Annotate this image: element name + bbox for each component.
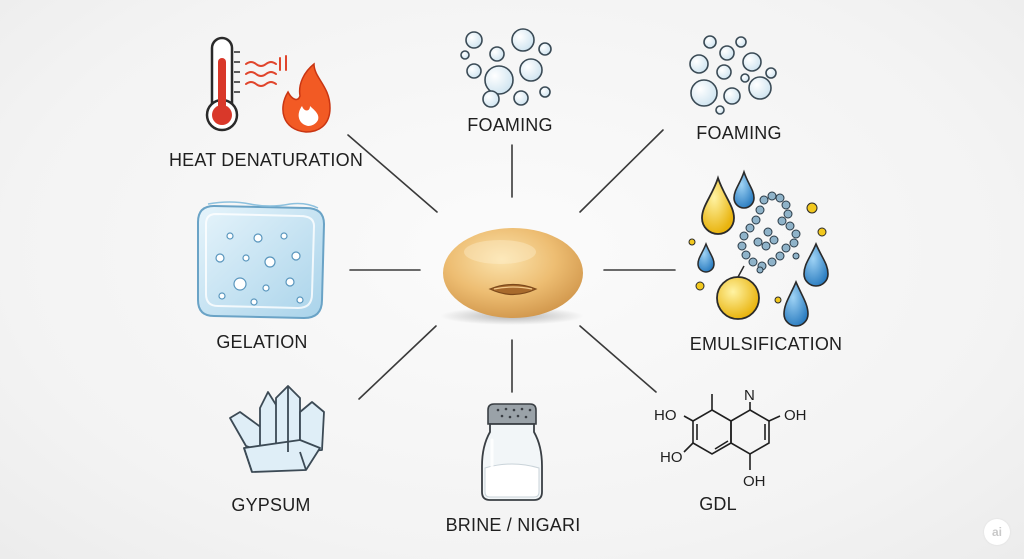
- bubbles-icon-right: [689, 35, 777, 115]
- label-gdl: GDL: [699, 494, 737, 514]
- salt-shaker-icon: [481, 403, 543, 501]
- gdl-n-label: N: [744, 387, 755, 404]
- emulsion-droplets-icon: [688, 169, 829, 327]
- gdl-structure-icon: [683, 394, 781, 470]
- thermometer-icon: [205, 36, 240, 132]
- connector-heat: [347, 134, 438, 213]
- label-foaming-top: FOAMING: [467, 115, 553, 135]
- heat-waves-icon: [245, 55, 287, 87]
- gdl-atom-labels: N HO OH HO OH: [654, 387, 807, 490]
- label-heat-denaturation: HEAT DENATURATION: [168, 150, 364, 170]
- label-foaming-right: FOAMING: [696, 123, 782, 143]
- label-emulsification: EMULSIFICATION: [689, 334, 843, 354]
- ai-badge: ai: [984, 519, 1010, 545]
- connector-foaming-right: [579, 129, 664, 213]
- connector-lines: [347, 129, 676, 400]
- label-brine: BRINE / NIGARI: [445, 515, 581, 535]
- soybean-icon: [440, 228, 584, 325]
- flame-icon: [282, 62, 331, 133]
- connector-gdl: [579, 325, 657, 393]
- crystals-icon: [229, 385, 325, 473]
- gdl-oh-right-label: OH: [784, 407, 807, 424]
- gel-block-icon: [197, 201, 326, 320]
- label-gelation: GELATION: [216, 332, 308, 352]
- gdl-ho-left-label: HO: [654, 407, 677, 424]
- connector-gypsum: [358, 325, 437, 400]
- label-gypsum: GYPSUM: [231, 495, 311, 515]
- gdl-oh-bottom-label: OH: [743, 473, 766, 490]
- bubbles-icon-top: [460, 28, 552, 108]
- gdl-ho-bottom-left-label: HO: [660, 449, 683, 466]
